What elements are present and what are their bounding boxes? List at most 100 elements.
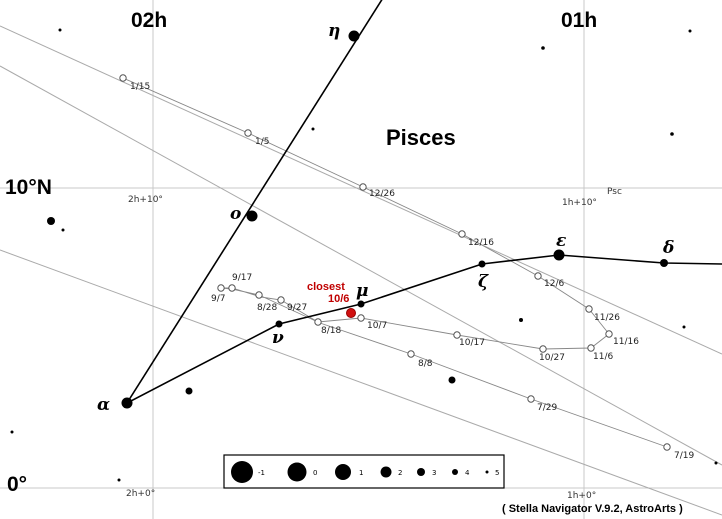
legend-mag-5-dot — [485, 470, 489, 474]
comet-pos-8-28 — [255, 291, 263, 299]
legend-mag-minus1-dot — [231, 461, 253, 483]
software-credit: ( Stella Navigator V.9.2, AstroArts ) — [502, 503, 683, 515]
star-label-eta: η — [328, 21, 340, 41]
field-star — [185, 387, 193, 395]
comet-pos-12-6 — [534, 272, 542, 280]
magnitude-legend: -1 0 1 2 3 4 5 — [223, 454, 505, 489]
dec-label-0: 0° — [7, 473, 27, 496]
comet-pos-7-29 — [527, 395, 535, 403]
constellation-name: Pisces — [386, 125, 456, 150]
legend-mag-1-dot — [335, 464, 351, 480]
comet-pos-9-27 — [277, 296, 285, 304]
field-star — [541, 46, 545, 50]
legend-mag-2-label: 2 — [398, 469, 402, 477]
date-label-8-28: 8/28 — [257, 303, 277, 313]
grid-label-2h-0: 2h+0° — [126, 489, 155, 499]
date-label-10-7: 10/7 — [367, 321, 387, 331]
date-label-7-29: 7/29 — [537, 403, 557, 413]
grid-label-1h-0: 1h+0° — [567, 491, 596, 501]
comet-positions — [119, 74, 671, 451]
comet-pos-10-17 — [453, 331, 461, 339]
comet-pos-8-18 — [314, 318, 322, 326]
legend-mag-3-dot — [417, 468, 425, 476]
comet-pos-11-6 — [587, 344, 595, 352]
date-label-8-8: 8/8 — [418, 359, 433, 369]
comet-pos-12-16 — [458, 230, 466, 238]
ra-label-02h: 02h — [131, 9, 167, 32]
comet-pos-9-17 — [228, 284, 236, 292]
ra-label-01h: 01h — [561, 9, 597, 32]
star-delta — [660, 259, 668, 267]
field-star — [670, 132, 674, 136]
legend-box — [223, 454, 505, 489]
grid-label-1h-10: 1h+10° — [562, 198, 597, 208]
date-label-9-17: 9/17 — [232, 273, 252, 283]
legend-mag-4-label: 4 — [465, 469, 470, 477]
comet-pos-12-26 — [359, 183, 367, 191]
field-star — [47, 217, 55, 225]
comet-pos-1-5 — [244, 129, 252, 137]
comet-path-line — [122, 77, 668, 448]
star-alpha — [121, 397, 133, 409]
line-alpha-eta — [126, 0, 383, 404]
comet-pos-7-19 — [663, 443, 671, 451]
legend-mag-0-dot — [287, 462, 307, 482]
date-label-10-27: 10/27 — [539, 353, 565, 363]
dec-label-10n: 10°N — [5, 176, 52, 199]
date-label-12-26: 12/26 — [369, 189, 395, 199]
legend-mag-0-label: 0 — [313, 469, 317, 477]
star-label-alpha: α — [97, 395, 110, 415]
comet-pos-8-8 — [407, 350, 415, 358]
closest-label: closest — [307, 281, 345, 293]
guide-lines — [0, 25, 722, 516]
field-star — [117, 478, 121, 482]
grid-label-2h-10: 2h+10° — [128, 195, 163, 205]
comet-pos-11-16 — [605, 330, 613, 338]
date-label-8-18: 8/18 — [321, 326, 341, 336]
star-eta — [348, 30, 360, 42]
comet-pos-10-7 — [357, 314, 365, 322]
comet-pos-11-26 — [585, 305, 593, 313]
field-star — [714, 461, 718, 465]
comet-pos-9-7 — [217, 284, 225, 292]
comet-date-labels: 1/15 1/5 12/26 12/16 12/6 11/26 11/16 11… — [130, 82, 694, 461]
star-label-zeta: ζ — [478, 272, 489, 292]
stars — [10, 28, 718, 482]
date-label-12-6: 12/6 — [544, 279, 564, 289]
comet-path — [122, 77, 668, 448]
field-star — [58, 28, 62, 32]
field-star — [61, 228, 65, 232]
closest-date-label: 10/6 — [328, 293, 349, 305]
date-label-11-6: 11/6 — [593, 352, 613, 362]
grid-label-psc: Psc — [607, 187, 622, 197]
star-label-delta: δ — [662, 238, 674, 258]
date-label-9-27: 9/27 — [287, 303, 307, 313]
star-mu — [357, 300, 365, 308]
comet-pos-1-15 — [119, 74, 127, 82]
star-epsilon — [553, 249, 565, 261]
star-zeta — [478, 260, 486, 268]
equator-guide-line — [0, 65, 722, 466]
field-star — [448, 376, 456, 384]
date-label-12-16: 12/16 — [468, 238, 494, 248]
comet-pos-10-27 — [539, 345, 547, 353]
star-label-omicron: ο — [230, 204, 241, 224]
legend-mag-1-label: 1 — [359, 469, 363, 477]
lower-guide-line — [0, 249, 722, 516]
field-star — [688, 29, 692, 33]
date-label-11-16: 11/16 — [613, 337, 639, 347]
field-star — [10, 430, 14, 434]
field-star — [311, 127, 315, 131]
legend-mag-2-dot — [380, 466, 392, 478]
date-label-9-7: 9/7 — [211, 294, 225, 304]
closest-approach-marker — [346, 308, 356, 318]
field-star — [682, 325, 686, 329]
star-omicron — [246, 210, 258, 222]
star-label-mu: μ — [356, 281, 368, 301]
legend-mag-minus1-label: -1 — [258, 469, 265, 477]
star-label-nu: ν — [272, 328, 284, 348]
date-label-7-19: 7/19 — [674, 451, 694, 461]
date-label-1-5: 1/5 — [255, 137, 269, 147]
